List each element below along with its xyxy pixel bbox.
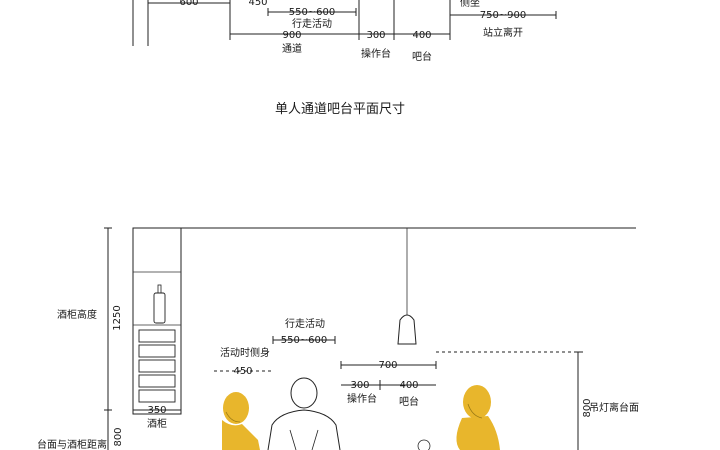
plan-console-width: 300 xyxy=(366,30,385,41)
plan-seat-label: 侧坐 xyxy=(460,0,480,9)
bar-label: 吧台 xyxy=(399,395,419,408)
plan-aisle-label: 通道 xyxy=(282,42,302,55)
walk-range: 550~600 xyxy=(281,335,328,346)
side-body-value: 450 xyxy=(233,366,252,377)
wine-cabinet xyxy=(132,227,182,415)
plan-dim-450: 450 xyxy=(248,0,267,8)
cabinet-label: 酒柜 xyxy=(147,417,167,430)
plan-stand-range: 750~900 xyxy=(480,10,527,21)
plan-view: 600 450 550~600 行走活动 900 通道 300 操作台 400 … xyxy=(132,0,557,117)
plan-walk-range: 550~600 xyxy=(289,7,336,18)
cabinet-height-value: 1250 xyxy=(112,305,123,330)
console-label: 操作台 xyxy=(347,392,377,405)
pendant-label: 吊灯离台面 xyxy=(589,401,639,414)
console-width-value: 300 xyxy=(350,380,369,391)
counter-gap-label: 台面与酒柜距离 xyxy=(37,438,107,450)
plan-aisle-width: 900 xyxy=(282,30,301,41)
side-body-label: 活动时侧身 xyxy=(220,346,270,359)
walk-label: 行走活动 xyxy=(285,317,325,330)
plan-dim-600: 600 xyxy=(179,0,198,8)
figure-left-yellow xyxy=(222,392,260,450)
pendant-lamp-icon xyxy=(397,314,417,345)
plan-stand-label: 站立离开 xyxy=(483,26,523,39)
plan-bar-label: 吧台 xyxy=(412,50,432,63)
wine-bottle-icon xyxy=(153,284,166,324)
bar-total-value: 700 xyxy=(378,360,397,371)
figure-small-white xyxy=(417,439,431,450)
bar-width-value: 400 xyxy=(399,380,418,391)
plan-caption: 单人通道吧台平面尺寸 xyxy=(275,102,405,117)
cabinet-drawers xyxy=(138,329,176,403)
elevation-view: 1250 酒柜高度 800 台面与酒柜距离 350 酒柜 活动时侧身 450 行… xyxy=(37,227,639,450)
pendant-height-value: 800 xyxy=(582,398,593,417)
plan-bar-width: 400 xyxy=(412,30,431,41)
counter-gap-value: 800 xyxy=(113,427,124,446)
figure-right-yellow xyxy=(456,385,500,450)
cabinet-height-label: 酒柜高度 xyxy=(57,308,97,321)
figure-center-white xyxy=(267,377,341,450)
cabinet-depth-value: 350 xyxy=(147,405,166,416)
plan-console-label: 操作台 xyxy=(361,47,391,60)
plan-walk-label: 行走活动 xyxy=(292,17,332,30)
